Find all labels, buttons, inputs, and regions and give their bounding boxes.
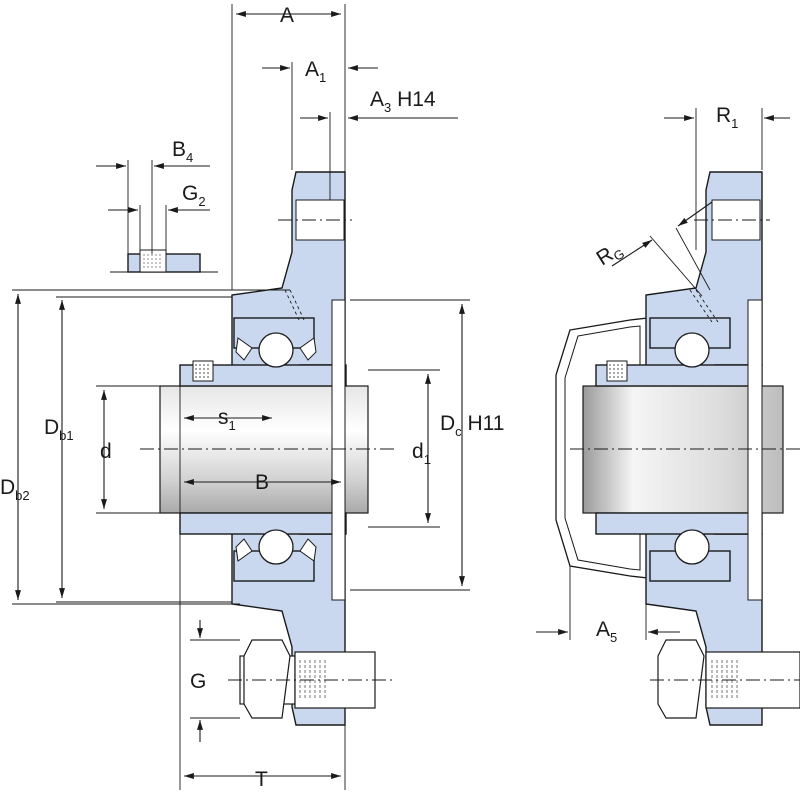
label-B: B [255, 471, 269, 494]
label-A: A [280, 4, 294, 27]
label-Db1: Db1 [44, 416, 74, 443]
label-s1: s1 [218, 406, 236, 433]
ball-lower [258, 529, 294, 565]
seal-upper-right [299, 337, 317, 361]
set-screw [192, 360, 214, 382]
seal-upper-left [235, 337, 253, 361]
label-d: d [100, 440, 112, 463]
face-plate [331, 299, 346, 601]
ball-right-upper [674, 332, 710, 368]
inner-ring-lower [179, 512, 347, 535]
seal-lower-left [235, 538, 253, 562]
label-A5: A5 [596, 618, 617, 645]
label-Db2: Db2 [0, 476, 30, 503]
bolt-assembly-right [650, 639, 800, 719]
label-B4: B4 [172, 138, 193, 165]
label-RG: RG [592, 237, 627, 272]
label-R1: R1 [716, 104, 738, 131]
label-A1: A1 [305, 58, 326, 85]
bolt-assembly [228, 639, 392, 719]
inner-ring-right-lower [595, 512, 763, 535]
label-A3: A3 H14 [370, 88, 436, 115]
label-d1: d1 [412, 440, 431, 467]
inner-ring-upper [179, 364, 347, 387]
label-G: G [190, 670, 206, 693]
ball-upper [258, 332, 294, 368]
label-G2: G2 [182, 182, 206, 209]
label-T: T [255, 768, 268, 791]
grease-nipple-detail [110, 249, 218, 273]
ball-right-lower [674, 529, 710, 565]
seal-lower-right [299, 538, 317, 562]
label-Dc: Dc H11 [440, 412, 504, 439]
right-section-view: R1 RG A5 [536, 104, 800, 726]
left-section-view: A A1 A3 H14 B4 G2 Db1 Db2 d s1 B d1 Dc H… [0, 4, 504, 791]
